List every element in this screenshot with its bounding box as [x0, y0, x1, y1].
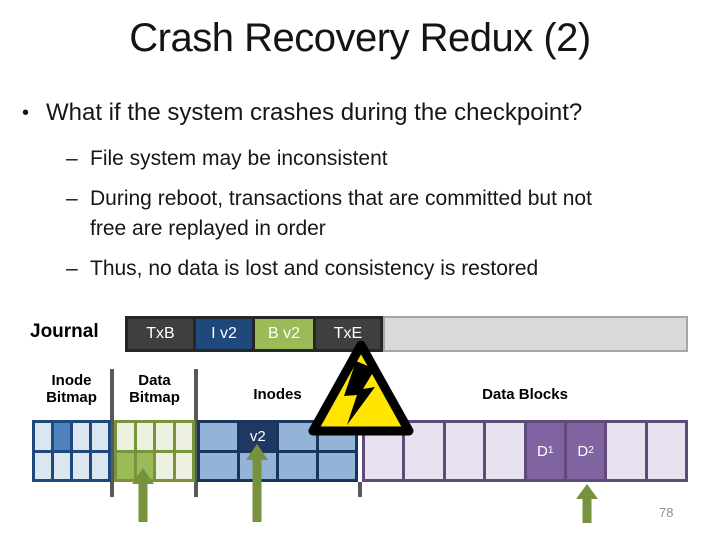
bullet-icon: •	[22, 102, 30, 124]
inode-bitmap-grid	[32, 420, 111, 482]
data-bitmap-cell	[156, 452, 173, 479]
replay-arrow-inode-v2	[246, 444, 268, 522]
sub-bullet: – During reboot, transactions that are c…	[66, 184, 592, 244]
journal-label: Journal	[30, 321, 99, 342]
data-bitmap-cell	[136, 423, 153, 450]
inode-bitmap-cell	[35, 423, 51, 450]
inode-bitmap-label: Inode Bitmap	[46, 372, 97, 406]
inode-bitmap-cell	[54, 423, 70, 450]
sub-bullet-text: During reboot, transactions that are com…	[90, 187, 592, 240]
inode-bitmap-cell	[54, 452, 70, 479]
inodes-row: v2	[200, 423, 355, 450]
data-bitmap-cell	[117, 423, 134, 450]
data-blocks-cell	[607, 423, 645, 479]
data-bitmap-cell	[175, 423, 192, 450]
inode-bitmap-cell	[73, 423, 89, 450]
inodes-cell	[279, 423, 316, 450]
page-number: 78	[659, 505, 674, 520]
journal-block-i-v2: I v2	[196, 319, 252, 349]
section-divider	[358, 482, 362, 497]
dash-icon: –	[66, 187, 78, 210]
sub-bullet-text: File system may be inconsistent	[90, 147, 388, 170]
data-blocks-label: Data Blocks	[482, 386, 568, 403]
data-bitmap-cell	[156, 423, 173, 450]
inode-bitmap-row	[35, 452, 108, 479]
inodes-label: Inodes	[253, 386, 302, 403]
inodes-cell	[200, 423, 237, 450]
section-divider	[194, 369, 198, 497]
main-bullet: • What if the system crashes during the …	[22, 99, 582, 127]
main-bullet-text: What if the system crashes during the ch…	[46, 99, 583, 126]
sub-bullet-text: Thus, no data is lost and consistency is…	[90, 257, 539, 280]
inodes-cell-v2: v2	[239, 423, 276, 450]
journal-block-txb: TxB	[128, 319, 193, 349]
sub-bullet-list: – File system may be inconsistent – Duri…	[66, 144, 592, 294]
inodes-grid: v2	[197, 420, 358, 482]
inode-bitmap-cell	[92, 452, 108, 479]
slide-title: Crash Recovery Redux (2)	[129, 16, 591, 60]
data-bitmap-row	[117, 452, 192, 479]
inodes-cell	[200, 452, 237, 479]
dash-icon: –	[66, 147, 78, 170]
data-blocks-cell	[486, 423, 524, 479]
journal-block-txe: TxE	[316, 319, 380, 349]
inode-bitmap-cell	[92, 423, 108, 450]
data-bitmap-grid	[114, 420, 195, 482]
inode-bitmap-row	[35, 423, 108, 450]
dash-icon: –	[66, 257, 78, 280]
crash-warning-icon	[308, 340, 414, 436]
replay-arrow-data-block-d2	[576, 484, 598, 523]
data-bitmap-row	[117, 423, 192, 450]
journal-block-b-v2: B v2	[255, 319, 313, 349]
data-blocks-cell	[445, 423, 484, 479]
replay-arrow-data-bitmap	[132, 468, 154, 522]
sub-bullet: – File system may be inconsistent	[66, 144, 592, 174]
data-bitmap-cell	[117, 452, 134, 479]
inode-bitmap-cell	[73, 452, 89, 479]
inodes-row	[200, 452, 355, 479]
inodes-cell	[318, 452, 355, 479]
data-blocks-cell	[647, 423, 685, 479]
inode-bitmap-cell	[35, 452, 51, 479]
journal-empty-space	[383, 316, 688, 352]
data-bitmap-label: Data Bitmap	[129, 372, 180, 406]
sub-bullet: – Thus, no data is lost and consistency …	[66, 254, 592, 284]
inodes-cell	[279, 452, 316, 479]
data-bitmap-cell	[175, 452, 192, 479]
section-divider	[110, 369, 114, 497]
